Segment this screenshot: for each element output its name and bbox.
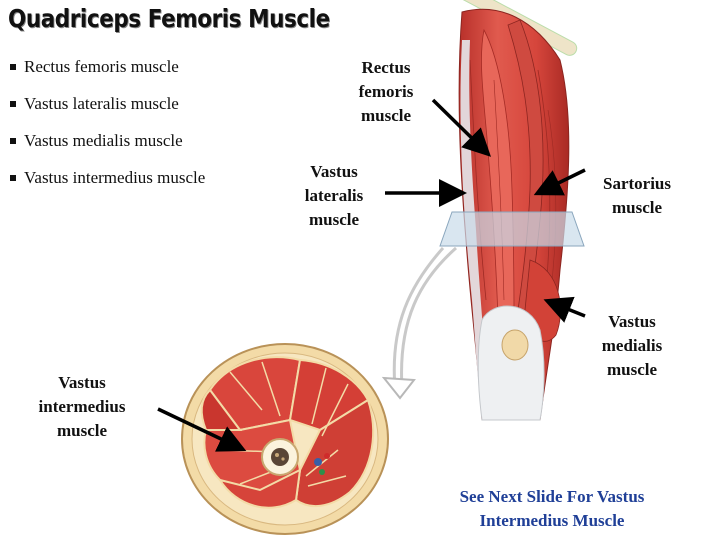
next-slide-note: See Next Slide For Vastus Intermedius Mu… bbox=[459, 487, 645, 530]
label-vastus-medialis: Vastus medialis muscle bbox=[601, 312, 663, 379]
bullet-text: Vastus medialis muscle bbox=[24, 131, 183, 150]
slide-title: Quadriceps Femoris Muscle bbox=[8, 4, 330, 33]
thigh-cross-section bbox=[181, 343, 389, 535]
label-vastus-lateralis: Vastus lateralis muscle bbox=[304, 162, 364, 229]
bullet-item: Vastus medialis muscle bbox=[8, 130, 205, 167]
bullet-text: Rectus femoris muscle bbox=[24, 57, 179, 76]
bullet-icon bbox=[10, 175, 16, 181]
bullet-item: Vastus intermedius muscle bbox=[8, 167, 205, 204]
thigh-illustration bbox=[437, 0, 585, 421]
bullet-text: Vastus intermedius muscle bbox=[24, 168, 206, 187]
bullet-text: Vastus lateralis muscle bbox=[24, 94, 179, 113]
bullet-item: Vastus lateralis muscle bbox=[8, 93, 205, 130]
bullet-list: Rectus femoris muscle Vastus lateralis m… bbox=[8, 56, 205, 204]
bullet-icon bbox=[10, 64, 16, 70]
label-sartorius: Sartorius muscle bbox=[603, 174, 671, 217]
bullet-icon bbox=[10, 101, 16, 107]
bullet-icon bbox=[10, 138, 16, 144]
bullet-item: Rectus femoris muscle bbox=[8, 56, 205, 93]
label-vastus-intermedius: Vastus intermedius muscle bbox=[38, 373, 126, 440]
label-rectus-femoris: Rectus femoris muscle bbox=[358, 58, 414, 125]
